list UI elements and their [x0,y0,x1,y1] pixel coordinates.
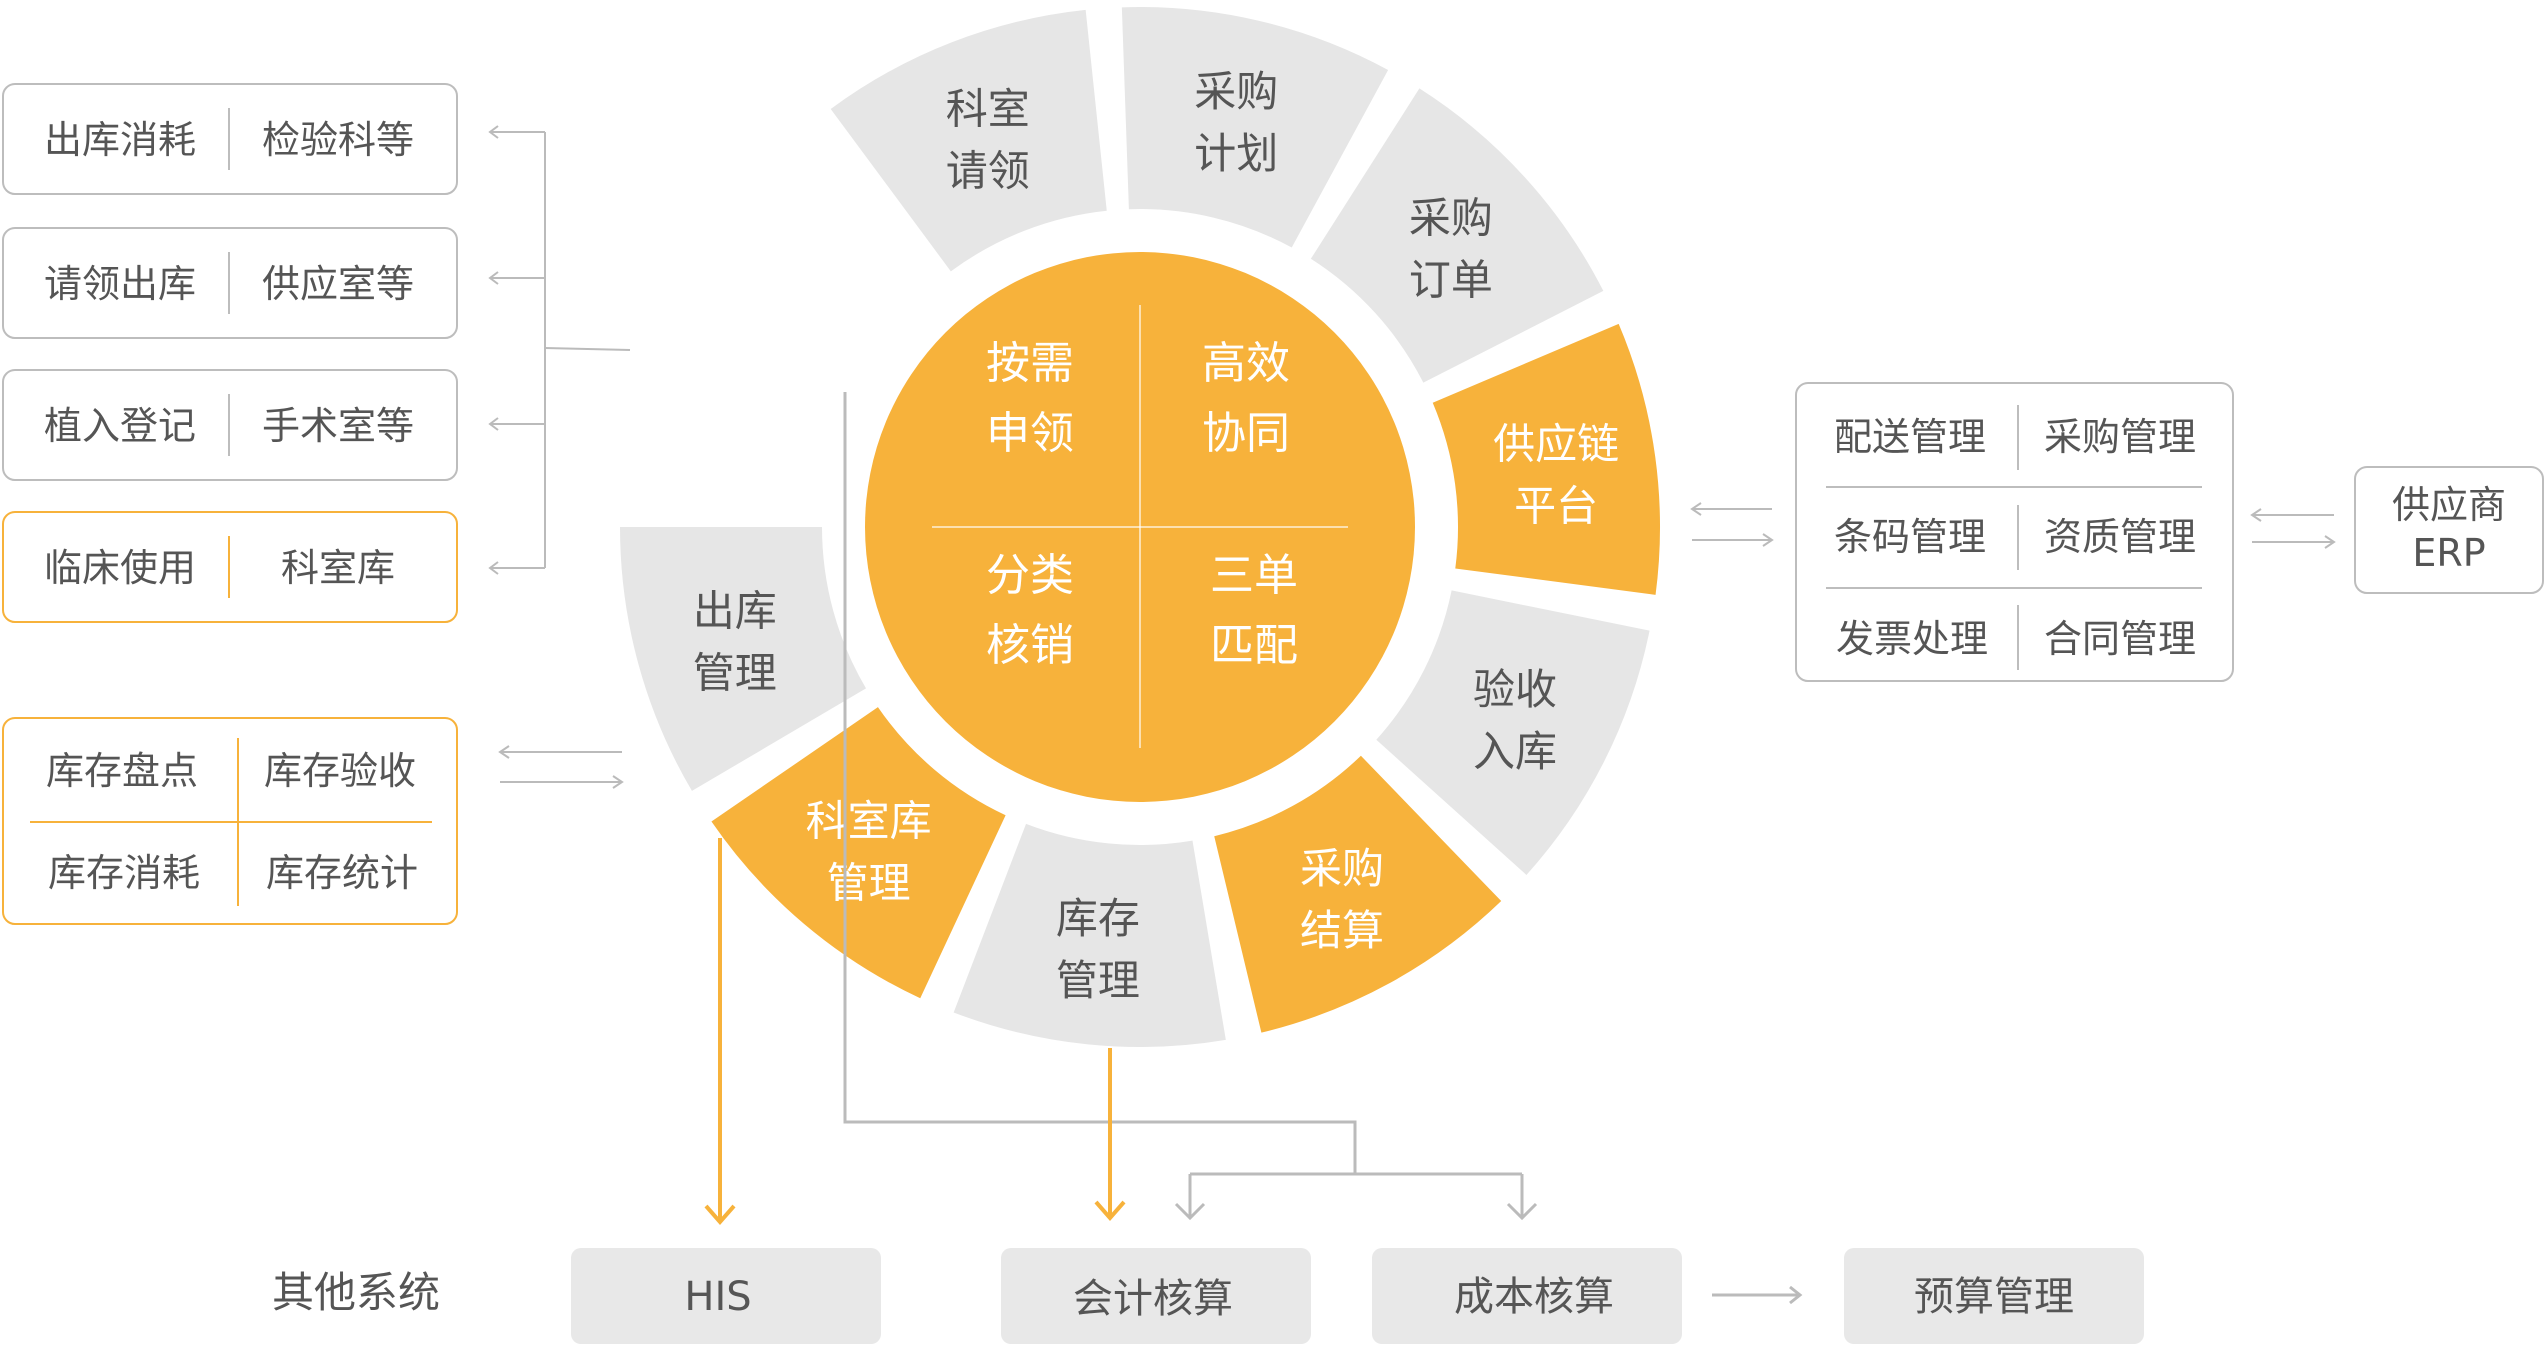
ring-label-line: 管理 [1056,956,1140,1005]
center-label-line: 分类 [986,550,1074,601]
bottom-connectors [843,392,1803,1305]
ring-label-line: 平台 [1514,481,1598,530]
outbound-box-outbound-consumption: 出库消耗 检验科等 [2,83,458,195]
outbound-box-left-label: 植入登记 [44,404,196,448]
ring-segment-shape [1214,755,1502,1033]
invoice-processing-label: 发票处理 [1836,617,1988,661]
ring-label-line: 结算 [1300,906,1384,955]
barcode-management-label: 条码管理 [1834,515,1986,559]
center-label-line: 匹配 [1210,620,1298,671]
ring-segment-shape [1121,7,1389,248]
ring-segment-shape [1376,590,1650,875]
other-systems-row: 其他系统 HIS 会计核算 成本核算 预算管理 [272,1248,2144,1344]
ring-segment-shape [1432,323,1660,595]
outbound-box-clinical-use: 临床使用 科室库 [2,511,458,623]
inventory-consumption-label: 库存消耗 [48,851,200,895]
outbound-box-left-label: 请领出库 [44,262,196,306]
outbound-box-right-label: 手术室等 [262,404,414,448]
ring-label-line: 管理 [693,648,777,697]
outbound-box-right-label: 科室库 [281,546,395,590]
supply-box-frame [1795,382,2234,682]
his-box [571,1248,881,1344]
ring-segment-shape [953,823,1226,1047]
ring-segment-shape [711,707,1006,999]
orange-flow-arrows [704,838,1126,1226]
supply-management-box: 配送管理 采购管理 条码管理 资质管理 发票处理 合同管理 [1795,382,2234,682]
inventory-operations-box: 库存盘点 库存验收 库存消耗 库存统计 [2,717,458,925]
outbound-box-right-label: 检验科等 [262,118,414,162]
ring-label-line: 验收 [1473,665,1557,714]
ring-label-line: 库存 [1056,894,1140,943]
supplier-erp-line2: ERP [2412,531,2485,575]
ring-label-line: 科室 [946,85,1030,134]
procurement-management-label: 采购管理 [2044,415,2196,459]
center-label-line: 核销 [986,620,1074,671]
contract-management-label: 合同管理 [2044,617,2196,661]
budget-management-box [1844,1248,2144,1344]
outbound-box-implant-registration: 植入登记 手术室等 [2,369,458,481]
ring-label-line: 采购 [1409,194,1493,243]
qualification-management-label: 资质管理 [2044,515,2196,559]
ring-label-line: 科室库 [806,797,932,846]
supplier-erp-box: 供应商 ERP [2354,466,2544,594]
ring-label-line: 采购 [1300,844,1384,893]
center-label-line: 高效 [1202,338,1290,389]
center-label-line: 协同 [1202,408,1290,459]
ring-segment-shape [830,9,1107,272]
inventory-count-label: 库存盘点 [46,749,198,793]
ring-label-line: 订单 [1409,256,1493,305]
ring-label-line: 采购 [1194,67,1278,116]
inventory-acceptance-label: 库存验收 [264,749,416,793]
supplier-erp-line1: 供应商 [2392,483,2506,527]
cost-accounting-label: 成本核算 [1454,1274,1614,1320]
accounting-box [1001,1248,1311,1344]
ring-label-line: 供应链 [1493,419,1619,468]
center-label-line: 按需 [986,338,1074,389]
ring-label-line: 请领 [946,147,1030,196]
outbound-box-left-label: 出库消耗 [44,118,196,162]
accounting-label: 会计核算 [1073,1276,1233,1322]
delivery-management-label: 配送管理 [1834,415,1986,459]
other-systems-label: 其他系统 [272,1268,440,1317]
ring-segment-shape [620,527,867,791]
exchange-arrows [1690,502,2336,549]
ring-label-line: 出库 [693,586,777,635]
ring-label-line: 管理 [827,859,911,908]
ring-label-line: 计划 [1194,129,1278,178]
outbound-box-right-label: 供应室等 [262,262,414,306]
his-label: HIS [684,1274,751,1320]
ring-label-line: 入库 [1473,727,1557,776]
ring-segment-shape [1310,88,1604,383]
center-label-line: 申领 [986,408,1074,459]
budget-management-label: 预算管理 [1914,1274,2074,1320]
inventory-statistics-label: 库存统计 [266,851,418,895]
cost-accounting-box [1372,1248,1682,1344]
outbound-box-left-label: 临床使用 [44,546,196,590]
left-connectors [488,125,631,789]
outbound-box-request-outbound: 请领出库 供应室等 [2,227,458,339]
center-label-line: 三单 [1210,550,1298,601]
